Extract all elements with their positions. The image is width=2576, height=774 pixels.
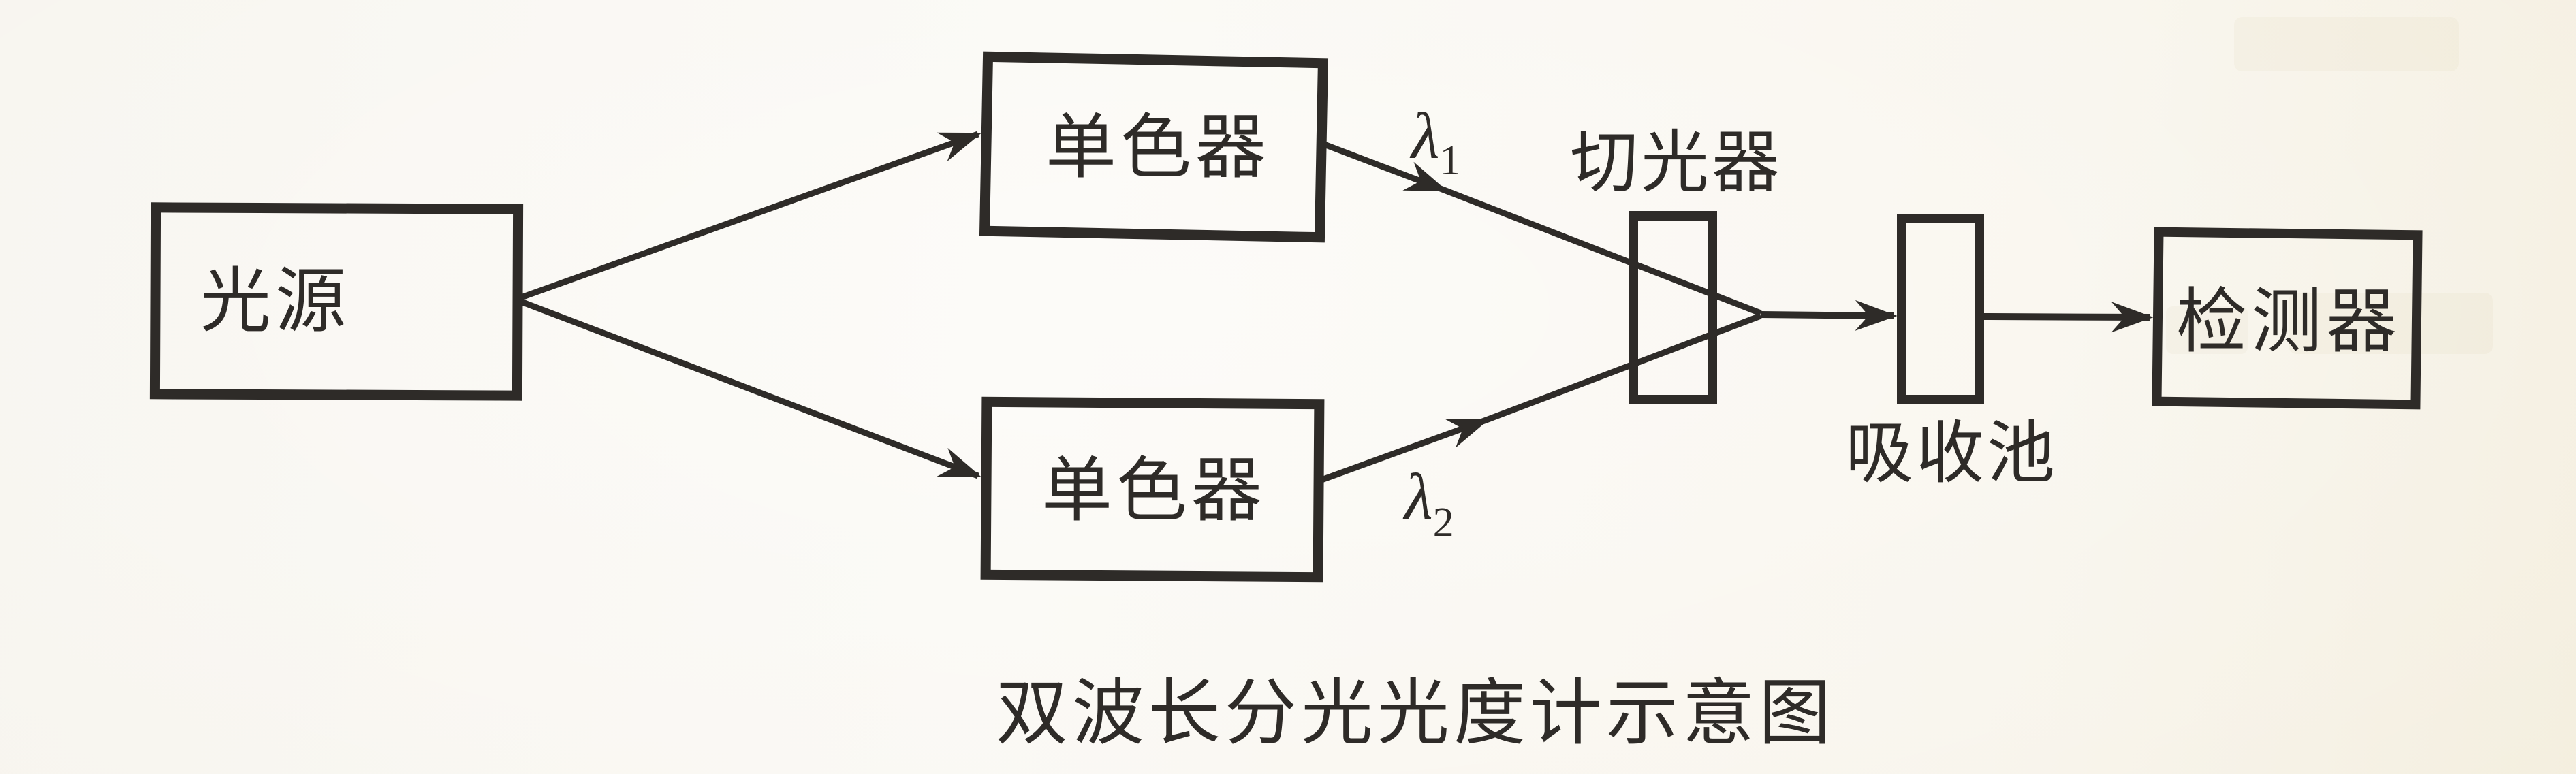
beam-lambda2-to-chopper xyxy=(1320,312,1762,483)
monochromator-bottom-box xyxy=(980,396,1325,583)
detector-box xyxy=(2152,227,2423,410)
chopper-box xyxy=(1629,211,1717,404)
monochromator-top-label: 单色器 xyxy=(1046,109,1270,187)
absorption-cell-label: 吸收池 xyxy=(1845,416,2058,491)
monochromator-top-box xyxy=(979,51,1329,243)
figure-caption: 双波长分光光度计示意图 xyxy=(996,674,1835,754)
beam-source-to-top-monochromator xyxy=(518,131,982,302)
chopper-label: 切光器 xyxy=(1570,125,1782,201)
lambda1-subscript: 1 xyxy=(1440,138,1461,184)
beam-lambda1-to-chopper xyxy=(1323,141,1762,317)
light-source-label: 光源 xyxy=(200,263,350,341)
lambda1-symbol: λ xyxy=(1409,99,1440,172)
detector-label: 检测器 xyxy=(2176,283,2401,361)
beam-chopper-to-absorption-cell xyxy=(1760,300,1898,331)
bleed-through-artifact xyxy=(2166,17,2493,354)
light-source-box xyxy=(149,202,524,401)
lambda2-label: λ2 xyxy=(1402,460,1454,546)
lambda2-symbol: λ xyxy=(1402,460,1433,533)
monochromator-bottom-label: 单色器 xyxy=(1041,452,1266,530)
absorption-cell-box xyxy=(1897,214,1984,404)
lambda1-label: λ1 xyxy=(1409,99,1461,184)
beam-source-to-bottom-monochromator xyxy=(518,297,982,479)
lambda2-subscript: 2 xyxy=(1433,500,1454,546)
